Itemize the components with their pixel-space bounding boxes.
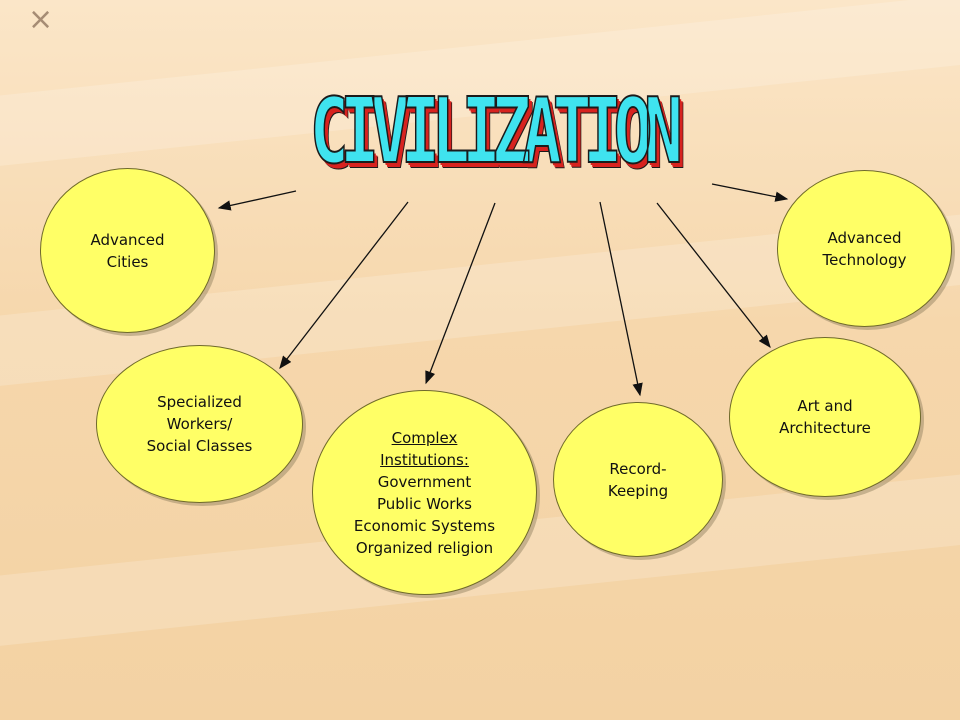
arrow-to-specialized-workers <box>279 201 409 370</box>
node-record-keeping: Record- Keeping <box>553 402 723 557</box>
arrow-to-advanced-technology <box>711 183 789 202</box>
corner-x-icon: × <box>28 2 54 37</box>
node-advanced-technology: Advanced Technology <box>777 170 952 327</box>
arrow-to-complex-institutions <box>425 202 496 385</box>
arrow-to-art-architecture <box>656 202 771 349</box>
node-advanced-cities: Advanced Cities <box>40 168 215 333</box>
arrow-to-advanced-cities <box>217 190 297 211</box>
diagram-title: CIVILIZATION <box>309 78 684 185</box>
arrow-to-record-keeping <box>599 201 643 397</box>
node-complex-institutions: Complex Institutions: Government Public … <box>312 390 537 595</box>
node-art-architecture: Art and Architecture <box>729 337 921 497</box>
node-specialized-workers: Specialized Workers/ Social Classes <box>96 345 303 503</box>
